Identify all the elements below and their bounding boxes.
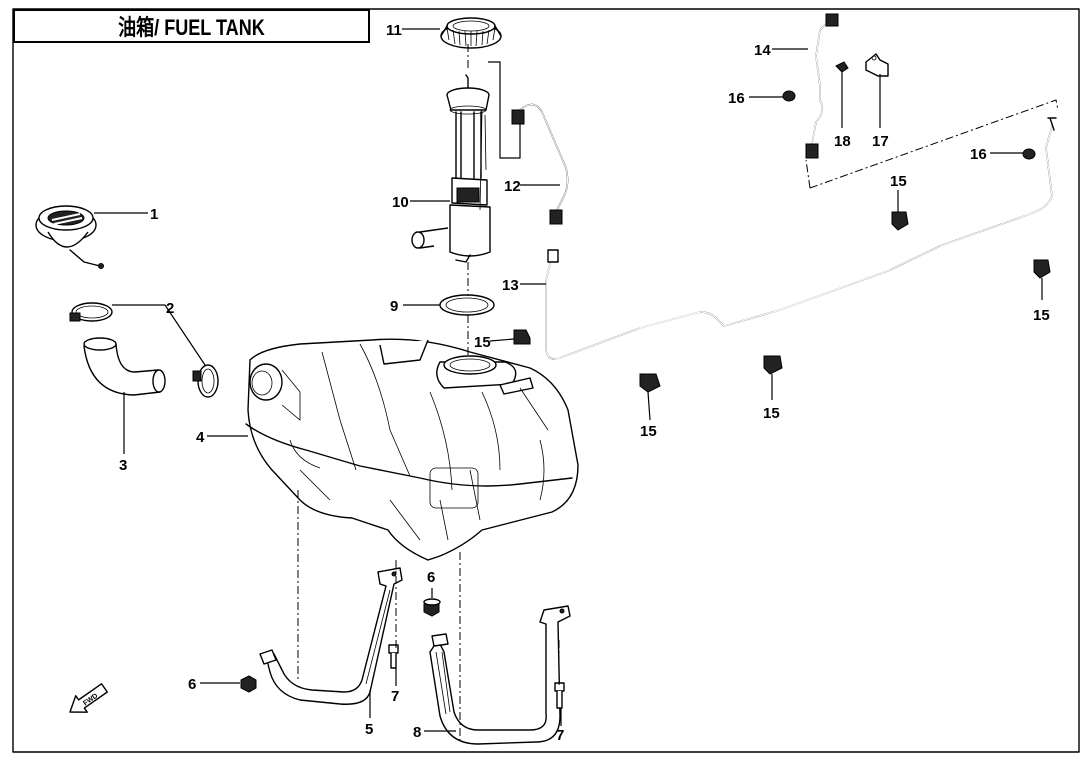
callout-17: 17 bbox=[872, 133, 889, 150]
part-fuel-line-main[interactable] bbox=[545, 117, 1057, 360]
part-bolt-right[interactable] bbox=[554, 682, 565, 709]
callout-6-left: 6 bbox=[188, 676, 196, 693]
part-nut-left[interactable] bbox=[240, 649, 277, 693]
callout-9: 9 bbox=[390, 298, 398, 315]
callout-15-c: 15 bbox=[763, 405, 780, 422]
page-title: 油箱/ FUEL TANK bbox=[118, 15, 265, 40]
part-hose-clamp[interactable] bbox=[69, 302, 219, 398]
callout-10: 10 bbox=[392, 194, 409, 211]
part-fuel-line-return[interactable] bbox=[805, 13, 839, 159]
part-lock-ring[interactable] bbox=[440, 17, 502, 49]
callout-15-d: 15 bbox=[890, 173, 907, 190]
callout-18: 18 bbox=[834, 133, 851, 150]
callout-4: 4 bbox=[196, 429, 205, 446]
outer-border bbox=[12, 8, 1080, 753]
part-tank-strap-right[interactable] bbox=[429, 605, 571, 745]
callout-5: 5 bbox=[365, 721, 373, 738]
callout-15-a: 15 bbox=[474, 334, 491, 351]
callout-2: 2 bbox=[166, 300, 174, 317]
part-pump-seal[interactable] bbox=[439, 294, 495, 316]
callout-7-left: 7 bbox=[391, 688, 399, 705]
part-grommet[interactable] bbox=[782, 90, 1036, 160]
callout-16-a: 16 bbox=[728, 90, 745, 107]
part-filler-hose[interactable] bbox=[83, 337, 166, 396]
part-screw[interactable] bbox=[835, 61, 849, 73]
callout-12: 12 bbox=[504, 178, 521, 195]
callout-16-b: 16 bbox=[970, 146, 987, 163]
callout-15-b: 15 bbox=[640, 423, 657, 440]
part-fuel-line-upper[interactable] bbox=[511, 103, 569, 225]
callout-13: 13 bbox=[502, 277, 519, 294]
part-fuel-tank[interactable] bbox=[245, 338, 579, 561]
callout-7-right: 7 bbox=[556, 727, 564, 744]
part-bolt-left[interactable] bbox=[388, 644, 399, 669]
callout-3: 3 bbox=[119, 457, 127, 474]
part-fuel-pump[interactable] bbox=[411, 74, 491, 263]
callout-14: 14 bbox=[754, 42, 771, 59]
callout-6-center: 6 bbox=[427, 569, 435, 586]
callout-11: 11 bbox=[386, 22, 402, 39]
part-nut-center[interactable] bbox=[423, 598, 441, 617]
part-tank-strap-left[interactable] bbox=[265, 567, 403, 705]
part-fuel-cap[interactable] bbox=[35, 205, 104, 269]
leader-lines bbox=[94, 28, 1043, 732]
front-direction-arrow: FWD bbox=[69, 683, 108, 713]
callout-8: 8 bbox=[413, 724, 421, 741]
title-box: 油箱/ FUEL TANK bbox=[13, 9, 370, 43]
callout-1: 1 bbox=[150, 206, 158, 223]
callout-15-e: 15 bbox=[1033, 307, 1050, 324]
callout-labels: 1 2 3 4 5 6 6 7 7 8 9 10 11 12 13 14 15 … bbox=[119, 22, 1050, 744]
part-line-clip[interactable] bbox=[513, 211, 1051, 393]
part-bracket[interactable] bbox=[865, 53, 889, 77]
